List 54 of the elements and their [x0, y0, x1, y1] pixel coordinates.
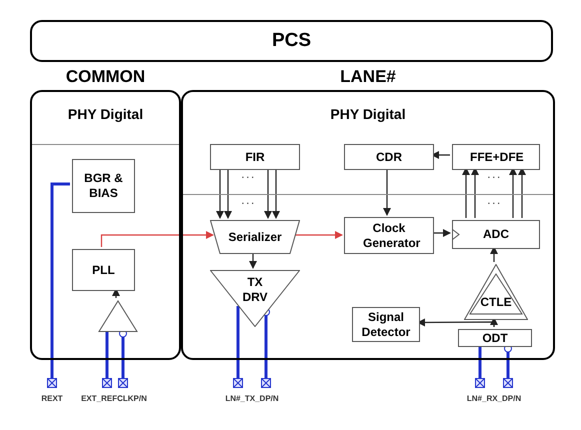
- ellipsis-mark: · · ·: [240, 172, 256, 184]
- block-label: ADC: [482, 227, 510, 242]
- connector-arrow: [224, 168, 232, 219]
- panel-heading: PHY Digital: [66, 105, 144, 124]
- ellipsis-mark: · · ·: [240, 198, 256, 210]
- block-label: Serializer: [227, 230, 283, 244]
- block-label: CDR: [375, 150, 403, 164]
- pad-symbol: [47, 378, 57, 388]
- buffer-triangle: [98, 300, 138, 332]
- pad-symbol: [233, 378, 243, 388]
- pin-label: LN#_TX_DP/N: [224, 393, 280, 405]
- block-box: [344, 144, 434, 170]
- pad-symbol: [102, 378, 112, 388]
- connector-arrow: [249, 252, 257, 269]
- driver-triangle: [210, 270, 300, 327]
- ellipsis-mark: · · ·: [486, 198, 502, 210]
- pin-label: EXT_REFCLKP/N: [80, 393, 148, 405]
- pad-symbol: [503, 378, 513, 388]
- amplifier-triangle: [464, 264, 528, 320]
- connector-arrow: [264, 168, 272, 219]
- ellipsis-mark: · · ·: [486, 172, 502, 184]
- block-box: [210, 144, 300, 170]
- block-label: ODT: [481, 330, 509, 346]
- block-label: FIR: [244, 150, 266, 164]
- panel-heading: PHY Digital: [329, 105, 407, 124]
- block-box: [352, 307, 420, 342]
- block-label: CTLE: [479, 294, 513, 310]
- block-box: [72, 249, 135, 291]
- connector-arrow: [383, 168, 391, 216]
- block-label: TX DRV: [241, 274, 269, 304]
- pad-symbol: [475, 378, 485, 388]
- serializer-trapezoid: [210, 220, 300, 254]
- section-heading: COMMON: [64, 66, 146, 88]
- block-box: [452, 144, 540, 170]
- connector-arrow: [100, 231, 214, 247]
- block-label: Clock Generator: [362, 220, 419, 250]
- pin-label: REXT: [40, 393, 64, 405]
- block-box: [344, 217, 434, 254]
- block-box: [452, 220, 540, 249]
- connector-arrow: [216, 168, 224, 219]
- block-box: [72, 159, 135, 213]
- block-label: FFE+DFE: [469, 150, 525, 164]
- block-label: PCS: [270, 29, 312, 53]
- block-box: [30, 20, 553, 62]
- block-label: Signal Detector: [360, 310, 412, 340]
- pad-symbol: [118, 378, 128, 388]
- block-label: BGR & BIAS: [83, 171, 124, 201]
- pin-label: LN#_RX_DP/N: [466, 393, 522, 405]
- block-box: [458, 329, 532, 347]
- connector-arrow: [272, 168, 280, 219]
- pad-symbol: [261, 378, 271, 388]
- section-heading: LANE#: [339, 66, 397, 88]
- connector-arrow: [432, 229, 451, 237]
- block-label: PLL: [91, 262, 116, 278]
